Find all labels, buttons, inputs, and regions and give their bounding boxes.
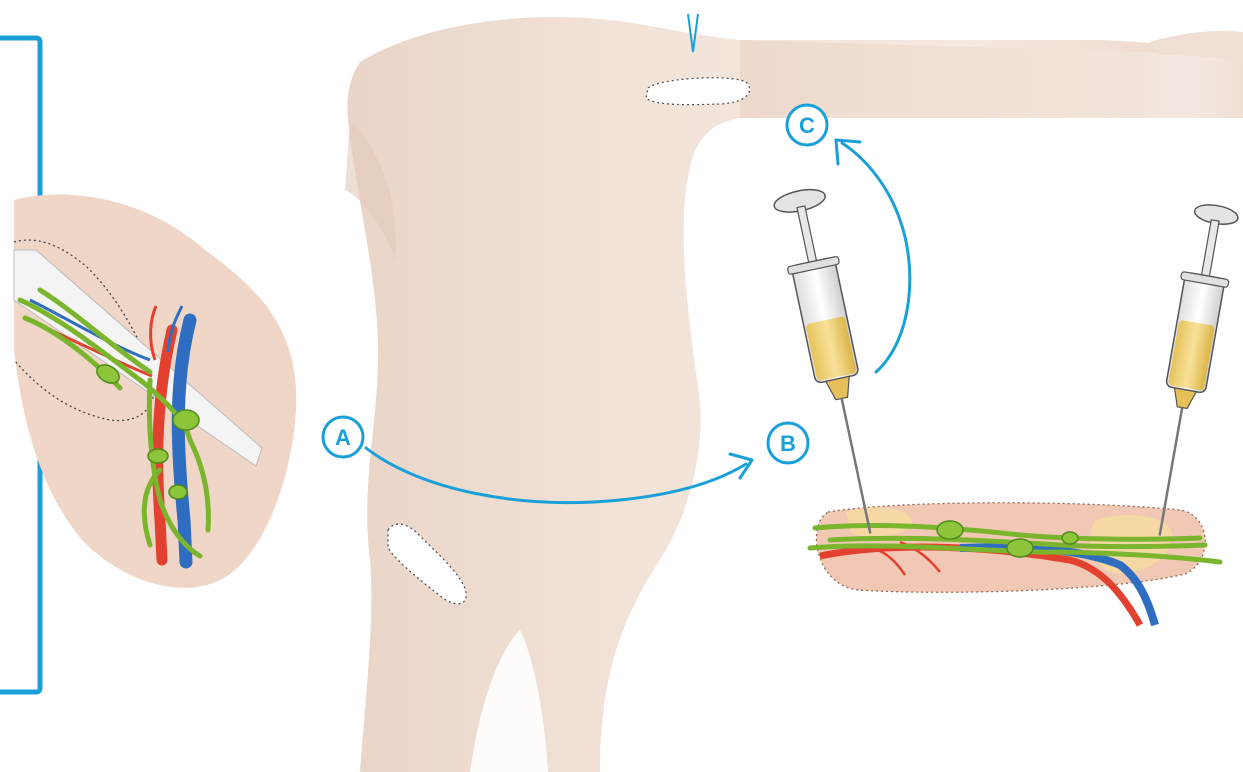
syringe-left-plunger-rod	[797, 206, 817, 266]
label-a: A	[323, 417, 363, 457]
label-a-text: A	[335, 425, 351, 450]
arrow-b-to-c	[842, 143, 910, 372]
label-c-text: C	[799, 113, 815, 138]
syringe-right-hub	[1171, 388, 1196, 410]
label-c: C	[787, 105, 827, 145]
label-b: B	[768, 423, 808, 463]
syringe-right	[1136, 202, 1241, 540]
syringe-right-plunger-rod	[1201, 220, 1219, 279]
label-b-text: B	[780, 431, 796, 456]
syringe-left	[772, 186, 896, 539]
syringe-left-hub	[826, 376, 854, 401]
flap-tissue-detail	[810, 503, 1220, 625]
inset-tissue-detail	[14, 194, 296, 587]
